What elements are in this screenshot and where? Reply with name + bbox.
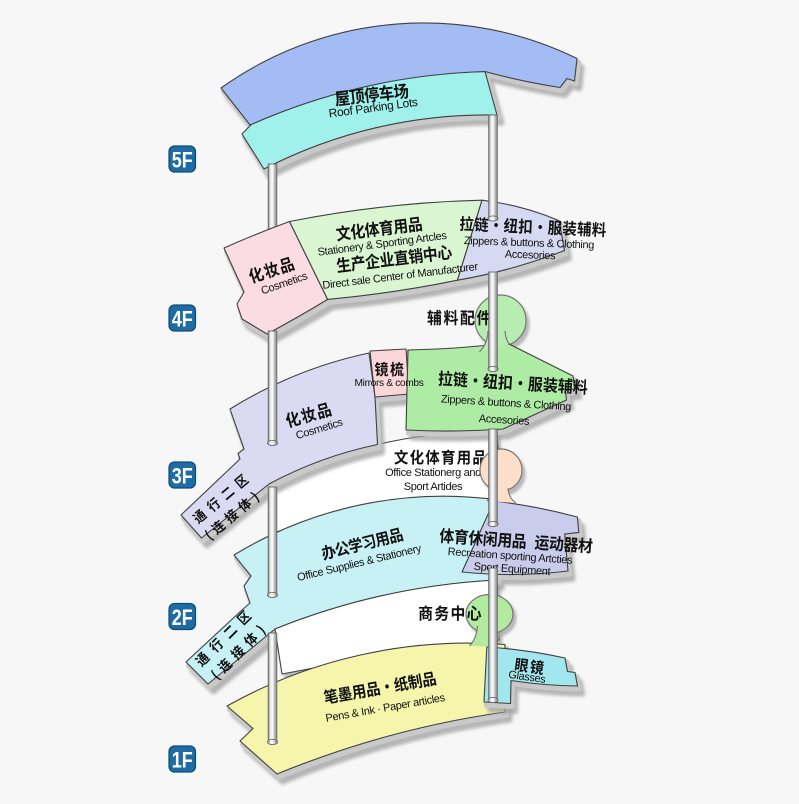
- svg-text:Accesories: Accesories: [478, 413, 530, 428]
- svg-text:2F: 2F: [172, 605, 193, 630]
- svg-text:Zippers & buttons & Clothing: Zippers & buttons & Clothing: [464, 235, 595, 252]
- svg-text:Mirrors & combs: Mirrors & combs: [355, 378, 424, 389]
- svg-text:3F: 3F: [172, 463, 193, 488]
- svg-text:1F: 1F: [172, 747, 193, 772]
- svg-text:Glasses: Glasses: [508, 669, 547, 686]
- svg-text:Office Stationerg and: Office Stationerg and: [385, 467, 481, 479]
- svg-text:5F: 5F: [172, 147, 193, 172]
- svg-text:4F: 4F: [172, 306, 193, 331]
- svg-text:Accesories: Accesories: [505, 249, 557, 263]
- svg-text:Sport Artides: Sport Artides: [404, 481, 463, 493]
